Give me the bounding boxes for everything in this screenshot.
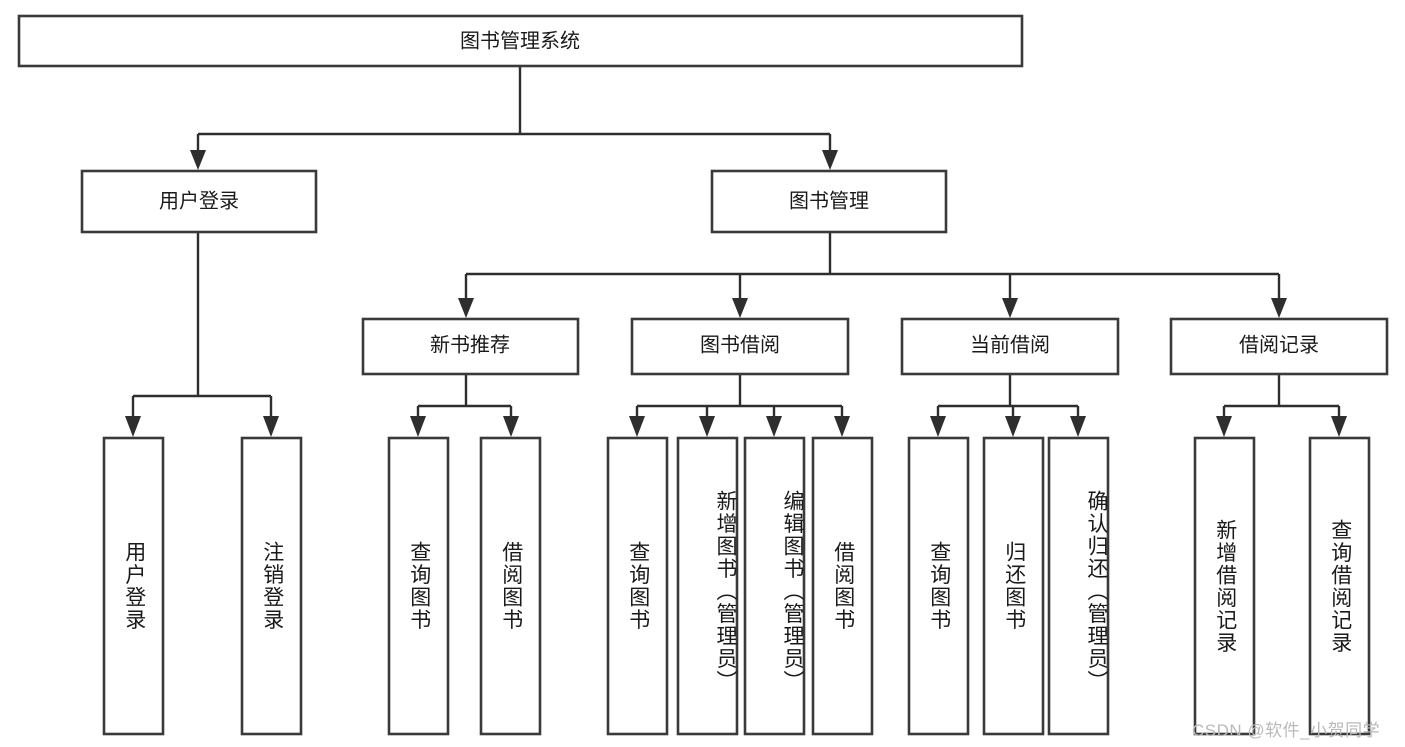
leaf-box-edit-book[interactable] xyxy=(743,436,806,736)
leaf-box-return-book[interactable] xyxy=(982,436,1045,736)
connector-group-book-borrow xyxy=(629,374,850,437)
connector-group-current-borrow xyxy=(930,374,1086,437)
leaf-box-query-book-rec[interactable] xyxy=(387,436,450,736)
node-current-borrow[interactable]: 当前借阅 xyxy=(900,317,1120,376)
arrow-root-to-user-login xyxy=(190,150,206,170)
arrow-bb-to-leaf1 xyxy=(629,416,645,437)
arrow-nbr-to-leaf2 xyxy=(503,416,519,437)
arrow-cb-to-leaf2 xyxy=(1005,416,1021,437)
node-current-borrow-box[interactable] xyxy=(900,317,1120,376)
node-root-label: 图书管理系统 xyxy=(460,29,580,52)
node-root-box[interactable] xyxy=(17,14,1024,68)
leaf-box-query-book-borrow[interactable] xyxy=(606,436,669,736)
leaf-box-logout[interactable] xyxy=(240,436,303,736)
node-new-book-rec-box[interactable] xyxy=(361,317,580,376)
node-book-manage[interactable]: 图书管理 xyxy=(710,169,948,234)
arrow-cb-to-leaf3 xyxy=(1070,416,1086,437)
leaf-box-add-book[interactable] xyxy=(676,436,739,736)
leaf-box-user-login[interactable] xyxy=(102,436,165,736)
node-borrow-record[interactable]: 借阅记录 xyxy=(1169,317,1389,376)
connector-group-new-book-rec xyxy=(410,374,519,437)
node-book-borrow-box[interactable] xyxy=(630,317,850,376)
arrow-br-to-leaf1 xyxy=(1216,416,1232,437)
arrow-bm-to-current-borrow xyxy=(1002,298,1018,318)
arrow-bb-to-leaf4 xyxy=(834,416,850,437)
csdn-watermark: CSDN @软件_小贺同学 xyxy=(1192,721,1381,740)
connector-group-book-manage xyxy=(458,232,1287,318)
node-borrow-record-box[interactable] xyxy=(1169,317,1389,376)
node-user-login-box[interactable] xyxy=(80,169,318,234)
node-new-book-rec-label: 新书推荐 xyxy=(430,333,510,356)
arrow-bb-to-leaf3 xyxy=(766,416,782,437)
connector-group-user-login xyxy=(125,232,279,437)
node-user-login[interactable]: 用户登录 xyxy=(80,169,318,234)
node-book-manage-box[interactable] xyxy=(710,169,948,234)
node-current-borrow-label: 当前借阅 xyxy=(970,333,1050,356)
node-root[interactable]: 图书管理系统 xyxy=(17,14,1024,68)
arrow-nbr-to-leaf1 xyxy=(410,416,426,437)
leaf-box-borrow-book[interactable] xyxy=(811,436,874,736)
leaf-box-query-book-current[interactable] xyxy=(907,436,970,736)
node-book-borrow-label: 图书借阅 xyxy=(700,333,780,356)
node-borrow-record-label: 借阅记录 xyxy=(1239,333,1319,356)
connector-group-borrow-record xyxy=(1216,374,1347,437)
arrow-user-login-to-leaf1 xyxy=(125,416,141,437)
arrow-bm-to-new-book-rec xyxy=(458,298,474,318)
arrow-user-login-to-leaf2 xyxy=(263,416,279,437)
connector-group-root xyxy=(190,66,838,170)
arrow-cb-to-leaf1 xyxy=(930,416,946,437)
node-book-manage-label: 图书管理 xyxy=(789,189,869,212)
leaf-box-confirm-return[interactable] xyxy=(1047,436,1110,736)
arrow-bm-to-borrow-record xyxy=(1271,298,1287,318)
node-book-borrow[interactable]: 图书借阅 xyxy=(630,317,850,376)
leaf-box-borrow-book-rec[interactable] xyxy=(479,436,542,736)
leaf-box-add-record[interactable] xyxy=(1193,436,1256,736)
leaf-boxes xyxy=(102,436,1371,736)
node-new-book-rec[interactable]: 新书推荐 xyxy=(361,317,580,376)
leaf-box-query-record[interactable] xyxy=(1308,436,1371,736)
node-user-login-label: 用户登录 xyxy=(159,189,239,212)
arrow-br-to-leaf2 xyxy=(1331,416,1347,437)
arrow-bm-to-book-borrow xyxy=(732,298,748,318)
arrow-root-to-book-manage xyxy=(822,150,838,170)
arrow-bb-to-leaf2 xyxy=(699,416,715,437)
